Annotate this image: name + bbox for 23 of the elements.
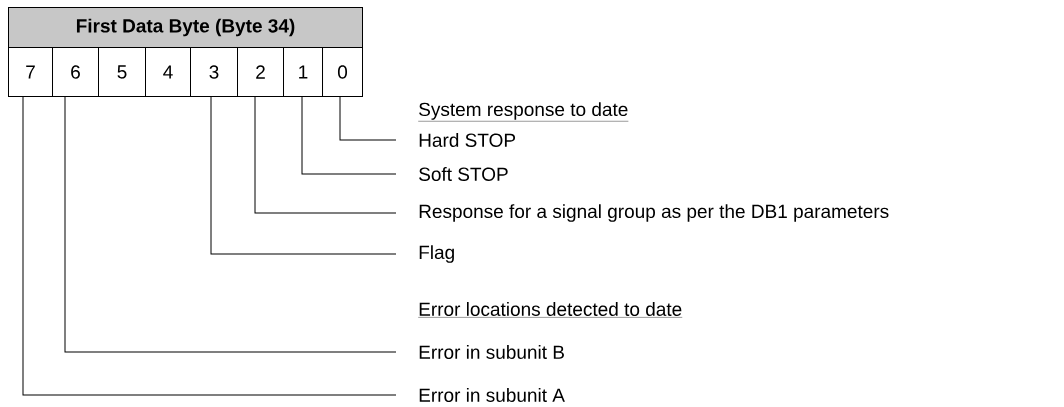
bit-cell: 5 [98,47,146,97]
bit-description: Soft STOP [419,167,508,181]
section-heading: System response to date [418,102,629,122]
bit-cell: 2 [237,47,284,97]
header-band: First Data Byte (Byte 34) [8,7,363,48]
bit-cell: 1 [283,47,323,97]
section-heading: Error locations detected to date [418,302,683,318]
bit-cell: 7 [8,47,53,97]
bit-description: Hard STOP [419,133,516,147]
bit-cell: 6 [52,47,99,97]
connector-line [210,96,397,255]
bit-description: Error in subunit B [419,345,564,359]
bit-description: Flag [419,245,454,263]
connector-line [64,96,397,353]
bit-description: Error in subunit A [419,388,565,402]
connector-line [339,96,397,141]
connector-line [22,96,397,396]
bit-cell: 3 [190,47,238,97]
connector-line [301,96,397,175]
bit-cell: 4 [145,47,191,97]
bit-description: Response for a signal group as per the DB1 parameters [419,204,889,222]
bit-cell: 0 [322,47,363,97]
connector-line [254,96,397,214]
